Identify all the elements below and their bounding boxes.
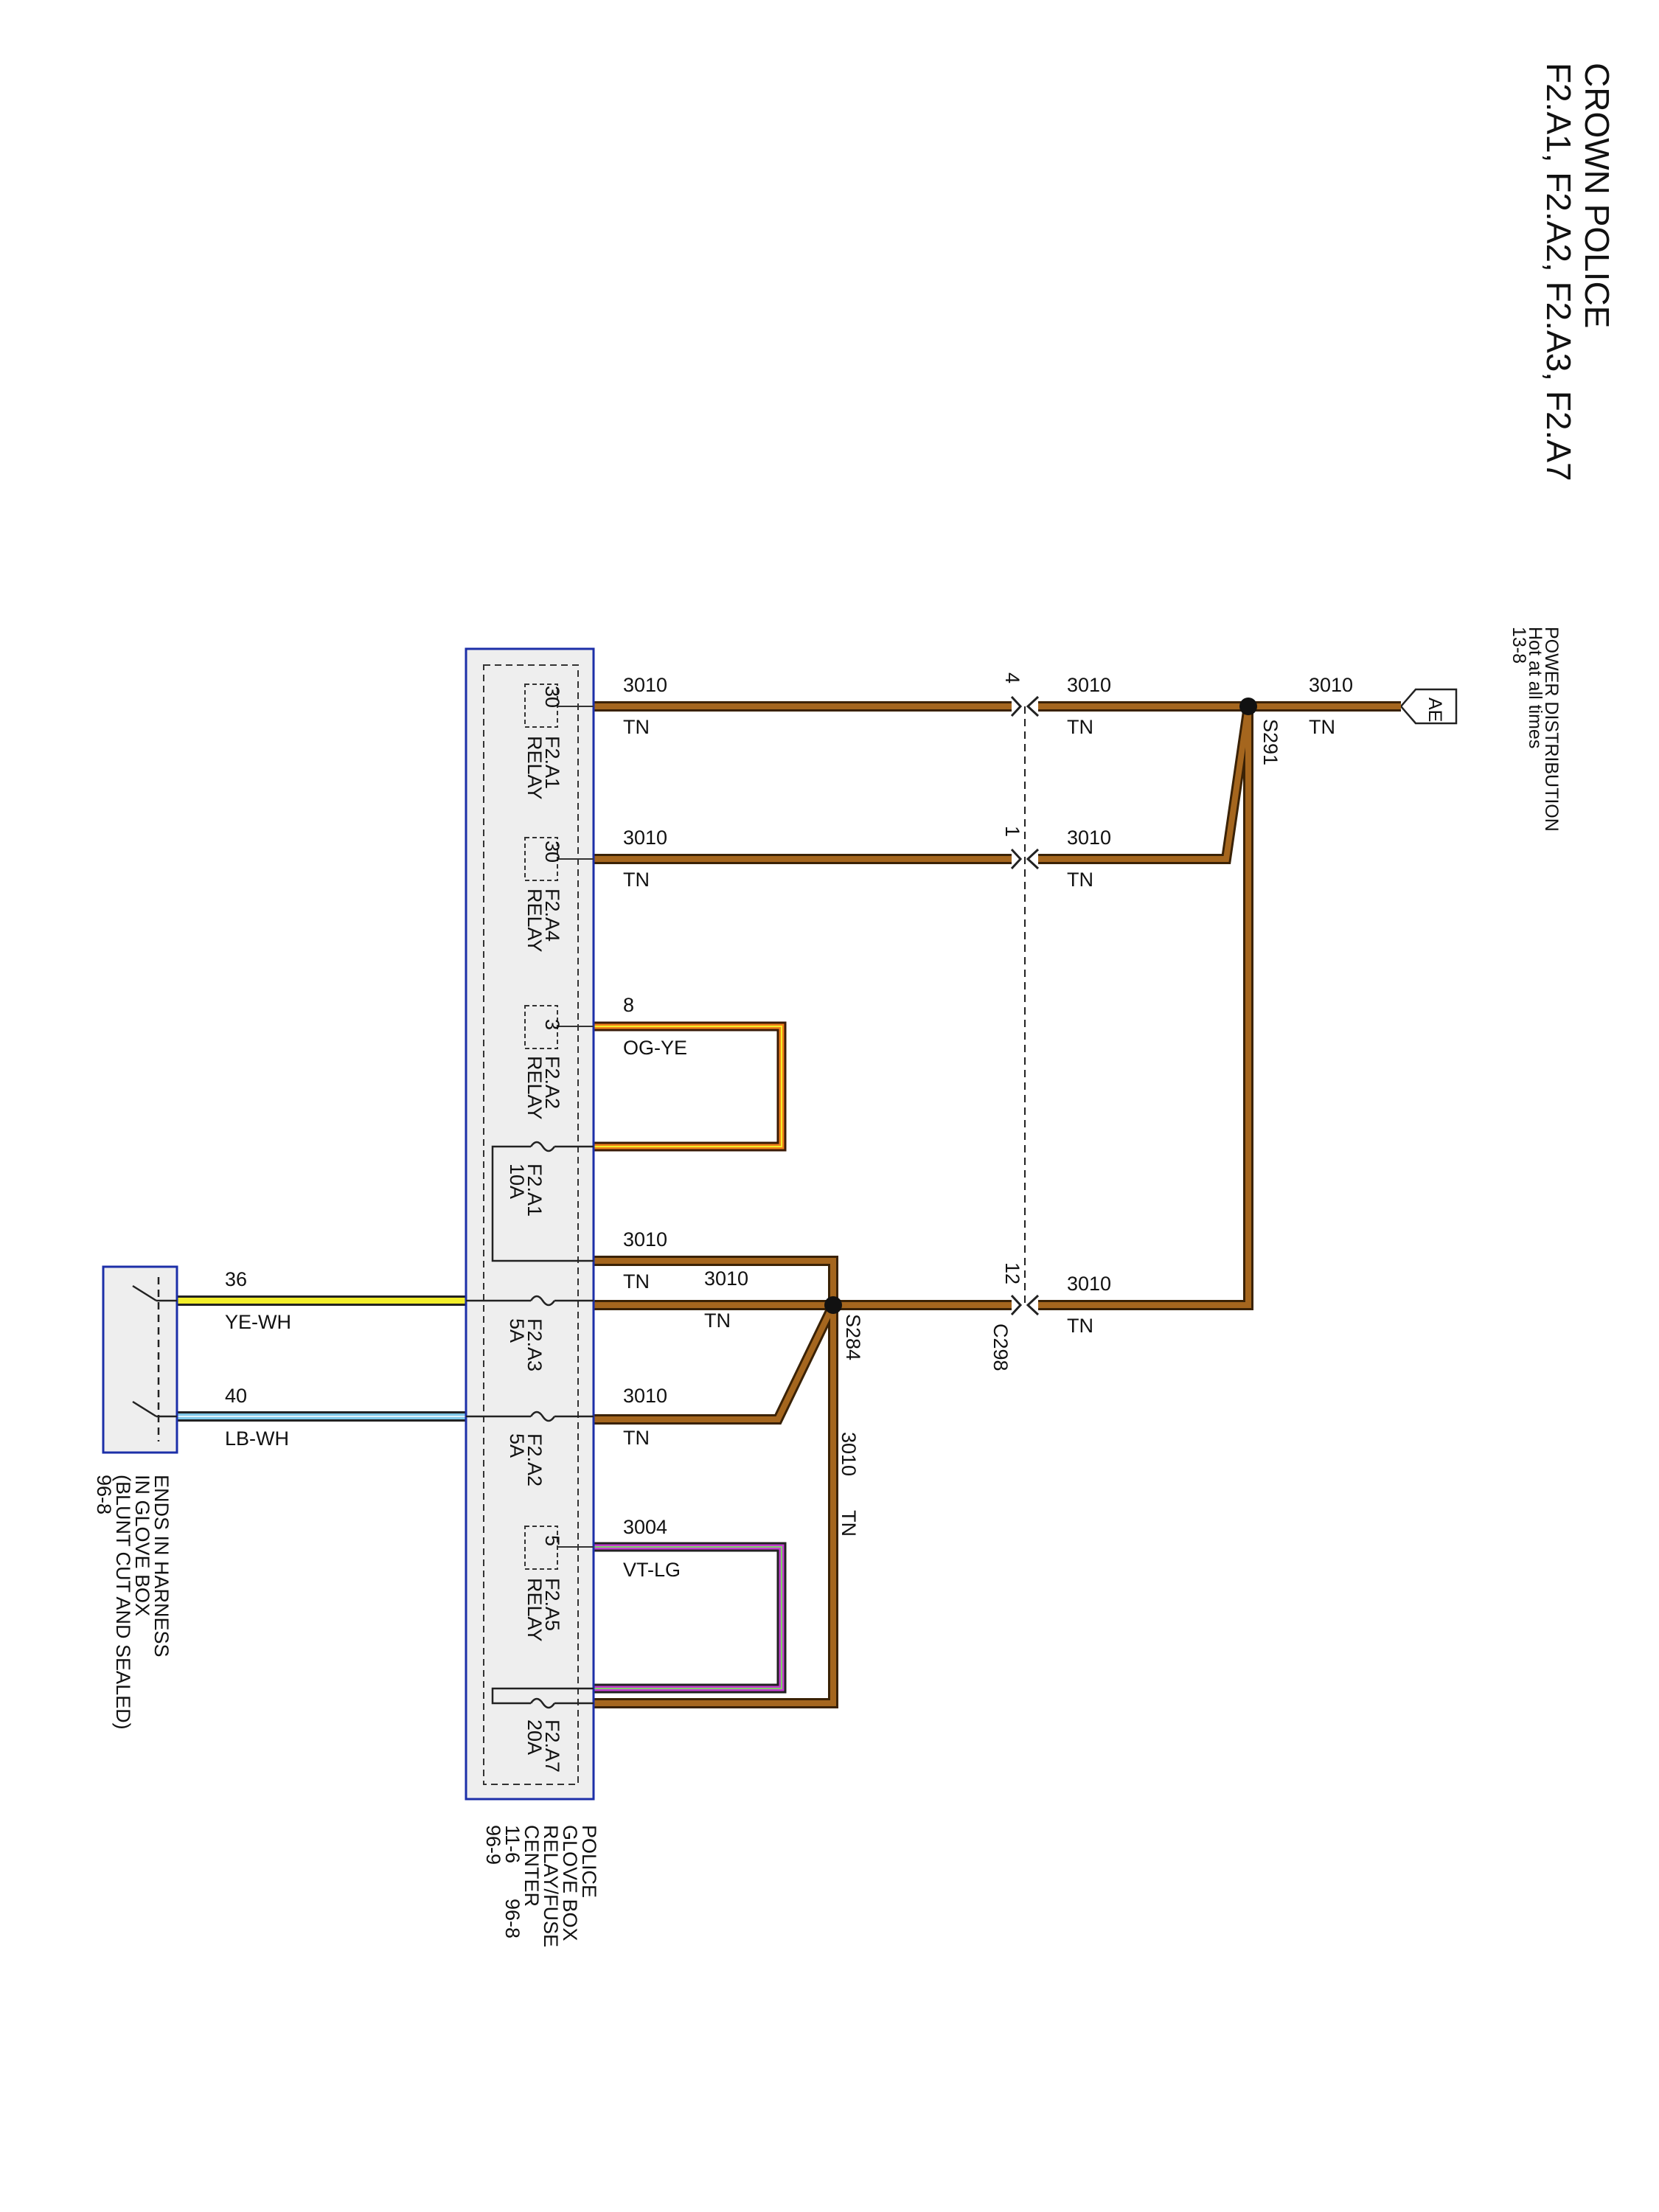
relay-f2a5: 5 F2.A5 RELAY	[524, 1535, 563, 1642]
fuse-f2a2: F2.A2 5A	[506, 1433, 546, 1486]
relay-center-caption: POLICE GLOVE BOX RELAY/FUSE CENTER 11-6 …	[482, 1825, 600, 1947]
relay-f2a5-type: RELAY	[524, 1578, 546, 1642]
fuse-f2a2-name: F2.A2	[524, 1433, 546, 1486]
f2a1-fuse-bus	[491, 1145, 594, 1262]
label-3010-c298-12: 3010	[1067, 1273, 1111, 1295]
relay-fuse-center-box	[465, 647, 595, 1801]
label-3010-c298-4: 3010	[1067, 674, 1111, 696]
label-8: 8	[623, 994, 634, 1016]
c298-label: C298	[990, 1324, 1012, 1371]
label-3010-power: 3010	[1309, 674, 1353, 696]
label-3010-f2a3: 3010	[704, 1267, 748, 1290]
label-tn-f2a4: TN	[623, 869, 650, 891]
relay-f2a4-pin: 30	[541, 841, 563, 863]
label-tn-c298-4: TN	[1067, 716, 1093, 738]
fuse-f2a1-rating: 10A	[506, 1164, 528, 1199]
vt-lg-loop	[594, 1542, 787, 1694]
splice-s284-label: S284	[842, 1314, 864, 1360]
relay-f2a1-name: F2.A1	[541, 736, 563, 789]
c298-pin-4: 4	[1001, 672, 1023, 684]
fuse-f2a7: F2.A7 20A	[524, 1719, 563, 1773]
relay-center-line-5: 11-6	[501, 1825, 524, 1863]
splice-s291-dot	[1239, 698, 1257, 715]
relay-f2a5-pin: 5	[541, 1535, 563, 1546]
splice-s284-dot	[824, 1296, 842, 1314]
label-3010-f2a2: 3010	[623, 1385, 667, 1407]
relay-f2a5-name: F2.A5	[541, 1578, 563, 1631]
fuse-f2a2-rating: 5A	[506, 1433, 528, 1458]
label-og-ye: OG-YE	[623, 1037, 687, 1059]
relay-center-line-4: CENTER	[521, 1825, 543, 1907]
relay-center-line-3: RELAY/FUSE	[540, 1825, 562, 1947]
fuse-f2a1: F2.A1 10A	[506, 1164, 546, 1217]
splice-s291-label: S291	[1259, 719, 1281, 765]
label-ye-wh: YE-WH	[225, 1311, 291, 1333]
glove-box-caption: ENDS IN HARNESS IN GLOVE BOX (BLUNT CUT …	[93, 1475, 173, 1730]
f2a7-fuse-bus	[491, 1687, 594, 1705]
fuse-f2a1-name: F2.A1	[524, 1164, 546, 1217]
label-36: 36	[225, 1268, 247, 1290]
label-tn-f2a2: TN	[623, 1427, 650, 1449]
relay-f2a4-name: F2.A4	[541, 888, 563, 942]
glove-box-line-2: IN GLOVE BOX	[131, 1475, 153, 1616]
label-tn-vertical: TN	[838, 1510, 860, 1537]
connector-c298: 4 1 12 C298	[990, 672, 1040, 1371]
label-vt-lg: VT-LG	[623, 1559, 681, 1581]
glove-box-harness-box	[102, 1265, 178, 1454]
label-3010-c298-1: 3010	[1067, 827, 1111, 849]
relay-center-line-1: POLICE	[578, 1825, 600, 1898]
label-lb-wh: LB-WH	[225, 1427, 289, 1450]
label-3010-f2a1-fuse: 3010	[623, 1228, 667, 1251]
relay-f2a2-pin: 3	[541, 1019, 563, 1030]
label-tn-f2a3: TN	[704, 1310, 731, 1332]
relay-f2a2: 3 F2.A2 RELAY	[524, 1019, 563, 1120]
fuse-f2a3-rating: 5A	[506, 1318, 528, 1343]
label-tn-f2a1: TN	[623, 716, 650, 738]
label-tn-power: TN	[1309, 716, 1335, 738]
relay-f2a4-type: RELAY	[524, 888, 546, 953]
c298-pin-12: 12	[1001, 1262, 1023, 1284]
c298-pin-1: 1	[1001, 826, 1023, 837]
relay-center-line-2: GLOVE BOX	[559, 1825, 581, 1941]
glove-box-line-1: ENDS IN HARNESS	[150, 1475, 173, 1658]
relay-center-line-6: 96-9	[482, 1825, 504, 1865]
relay-fuse-center-inner	[483, 664, 579, 1785]
relay-f2a4: 30 F2.A4 RELAY	[524, 841, 563, 953]
wire-labels: 3010 TN 3010 TN 3010 TN 3010 TN 3010 TN …	[225, 674, 1353, 1581]
glove-box-line-3: (BLUNT CUT AND SEALED)	[112, 1475, 134, 1730]
title-line-1: CROWN POLICE	[1578, 63, 1616, 328]
power-distribution-label: POWER DISTRIBUTION Hot at all times 13-8	[1509, 627, 1562, 832]
relay-f2a1-type: RELAY	[524, 736, 546, 800]
glove-box-switch-icon	[132, 1277, 177, 1441]
fuse-f2a7-name: F2.A7	[541, 1719, 563, 1773]
power-line-2: Hot at all times	[1525, 627, 1545, 748]
title-line-2: F2.A1, F2.A2, F2.A3, F2.A7	[1540, 63, 1578, 481]
relay-f2a1-pin: 30	[541, 686, 563, 708]
label-3010-f2a1: 3010	[623, 674, 667, 696]
fuse-f2a3-name: F2.A3	[524, 1318, 546, 1371]
label-3010-vertical: 3010	[838, 1432, 860, 1476]
label-3004: 3004	[623, 1516, 667, 1538]
label-3010-f2a4: 3010	[623, 827, 667, 849]
relay-f2a1: 30 F2.A1 RELAY	[524, 686, 563, 800]
tan-wires	[594, 701, 1401, 1708]
diagram-title: CROWN POLICE F2.A1, F2.A2, F2.A3, F2.A7	[1540, 63, 1616, 481]
fuse-f2a7-rating: 20A	[524, 1719, 546, 1755]
ae-connector-label: AE	[1425, 698, 1445, 722]
fuse-f2a3: F2.A3 5A	[506, 1318, 546, 1371]
glove-box-line-4: 96-8	[93, 1475, 115, 1514]
label-40: 40	[225, 1385, 247, 1407]
label-tn-f2a1-fuse: TN	[623, 1270, 650, 1293]
label-tn-c298-12: TN	[1067, 1315, 1093, 1337]
relay-f2a2-type: RELAY	[524, 1056, 546, 1120]
ae-connector-flag	[1399, 688, 1458, 725]
og-ye-loop	[594, 1021, 787, 1152]
power-line-3: 13-8	[1509, 627, 1529, 664]
label-tn-c298-1: TN	[1067, 869, 1093, 891]
fuse-symbols	[466, 1141, 594, 1709]
power-line-1: POWER DISTRIBUTION	[1541, 627, 1562, 832]
relay-center-line-7: 96-8	[501, 1899, 524, 1938]
relay-f2a2-name: F2.A2	[541, 1056, 563, 1109]
